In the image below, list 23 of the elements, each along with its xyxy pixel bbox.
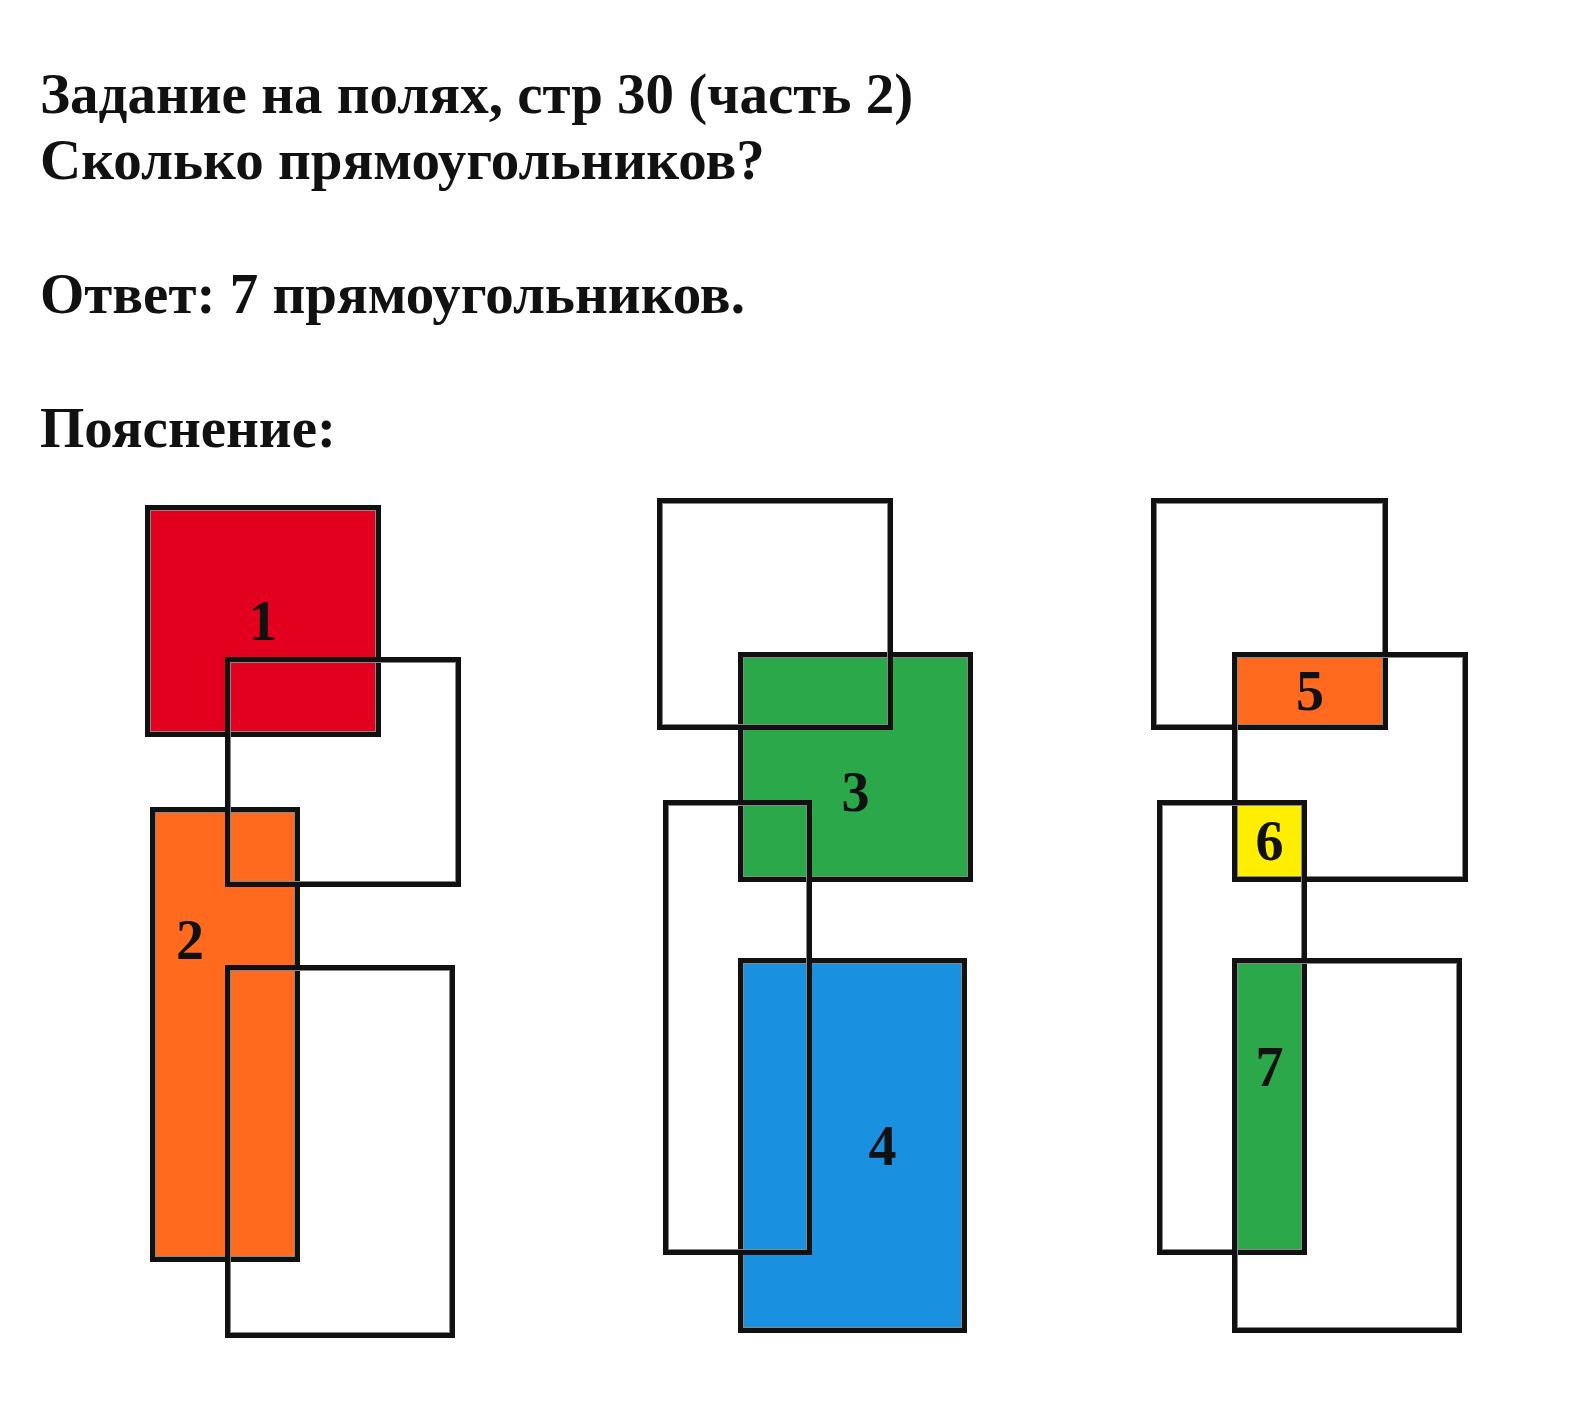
number-label: 2 [176,911,204,968]
heading: Ответ: 7 прямоугольников. [40,262,745,326]
colored-rectangle [150,807,300,1262]
rectangle-outline [1232,958,1462,1333]
number-label: 3 [841,764,870,820]
rectangle-outline [225,965,455,1338]
colored-rectangle [145,505,381,737]
number-label: 1 [249,593,277,649]
number-label: 6 [1255,813,1284,869]
rectangle-outline [1151,498,1388,730]
heading: Пояснение: [40,396,336,460]
heading: Сколько прямоугольников? [40,128,765,192]
number-label: 4 [868,1117,897,1174]
number-label: 5 [1296,663,1324,719]
rectangle-outline [1232,652,1468,882]
rectangle-outline [663,800,812,1255]
colored-rectangle [738,958,967,1333]
rectangle-outline [657,498,893,730]
rectangle-outline [225,657,461,887]
colored-rectangle [738,652,973,882]
number-label: 7 [1255,1038,1284,1095]
rectangle-outline [1157,800,1307,1255]
heading: Задание на полях, стр 30 (часть 2) [40,62,914,126]
